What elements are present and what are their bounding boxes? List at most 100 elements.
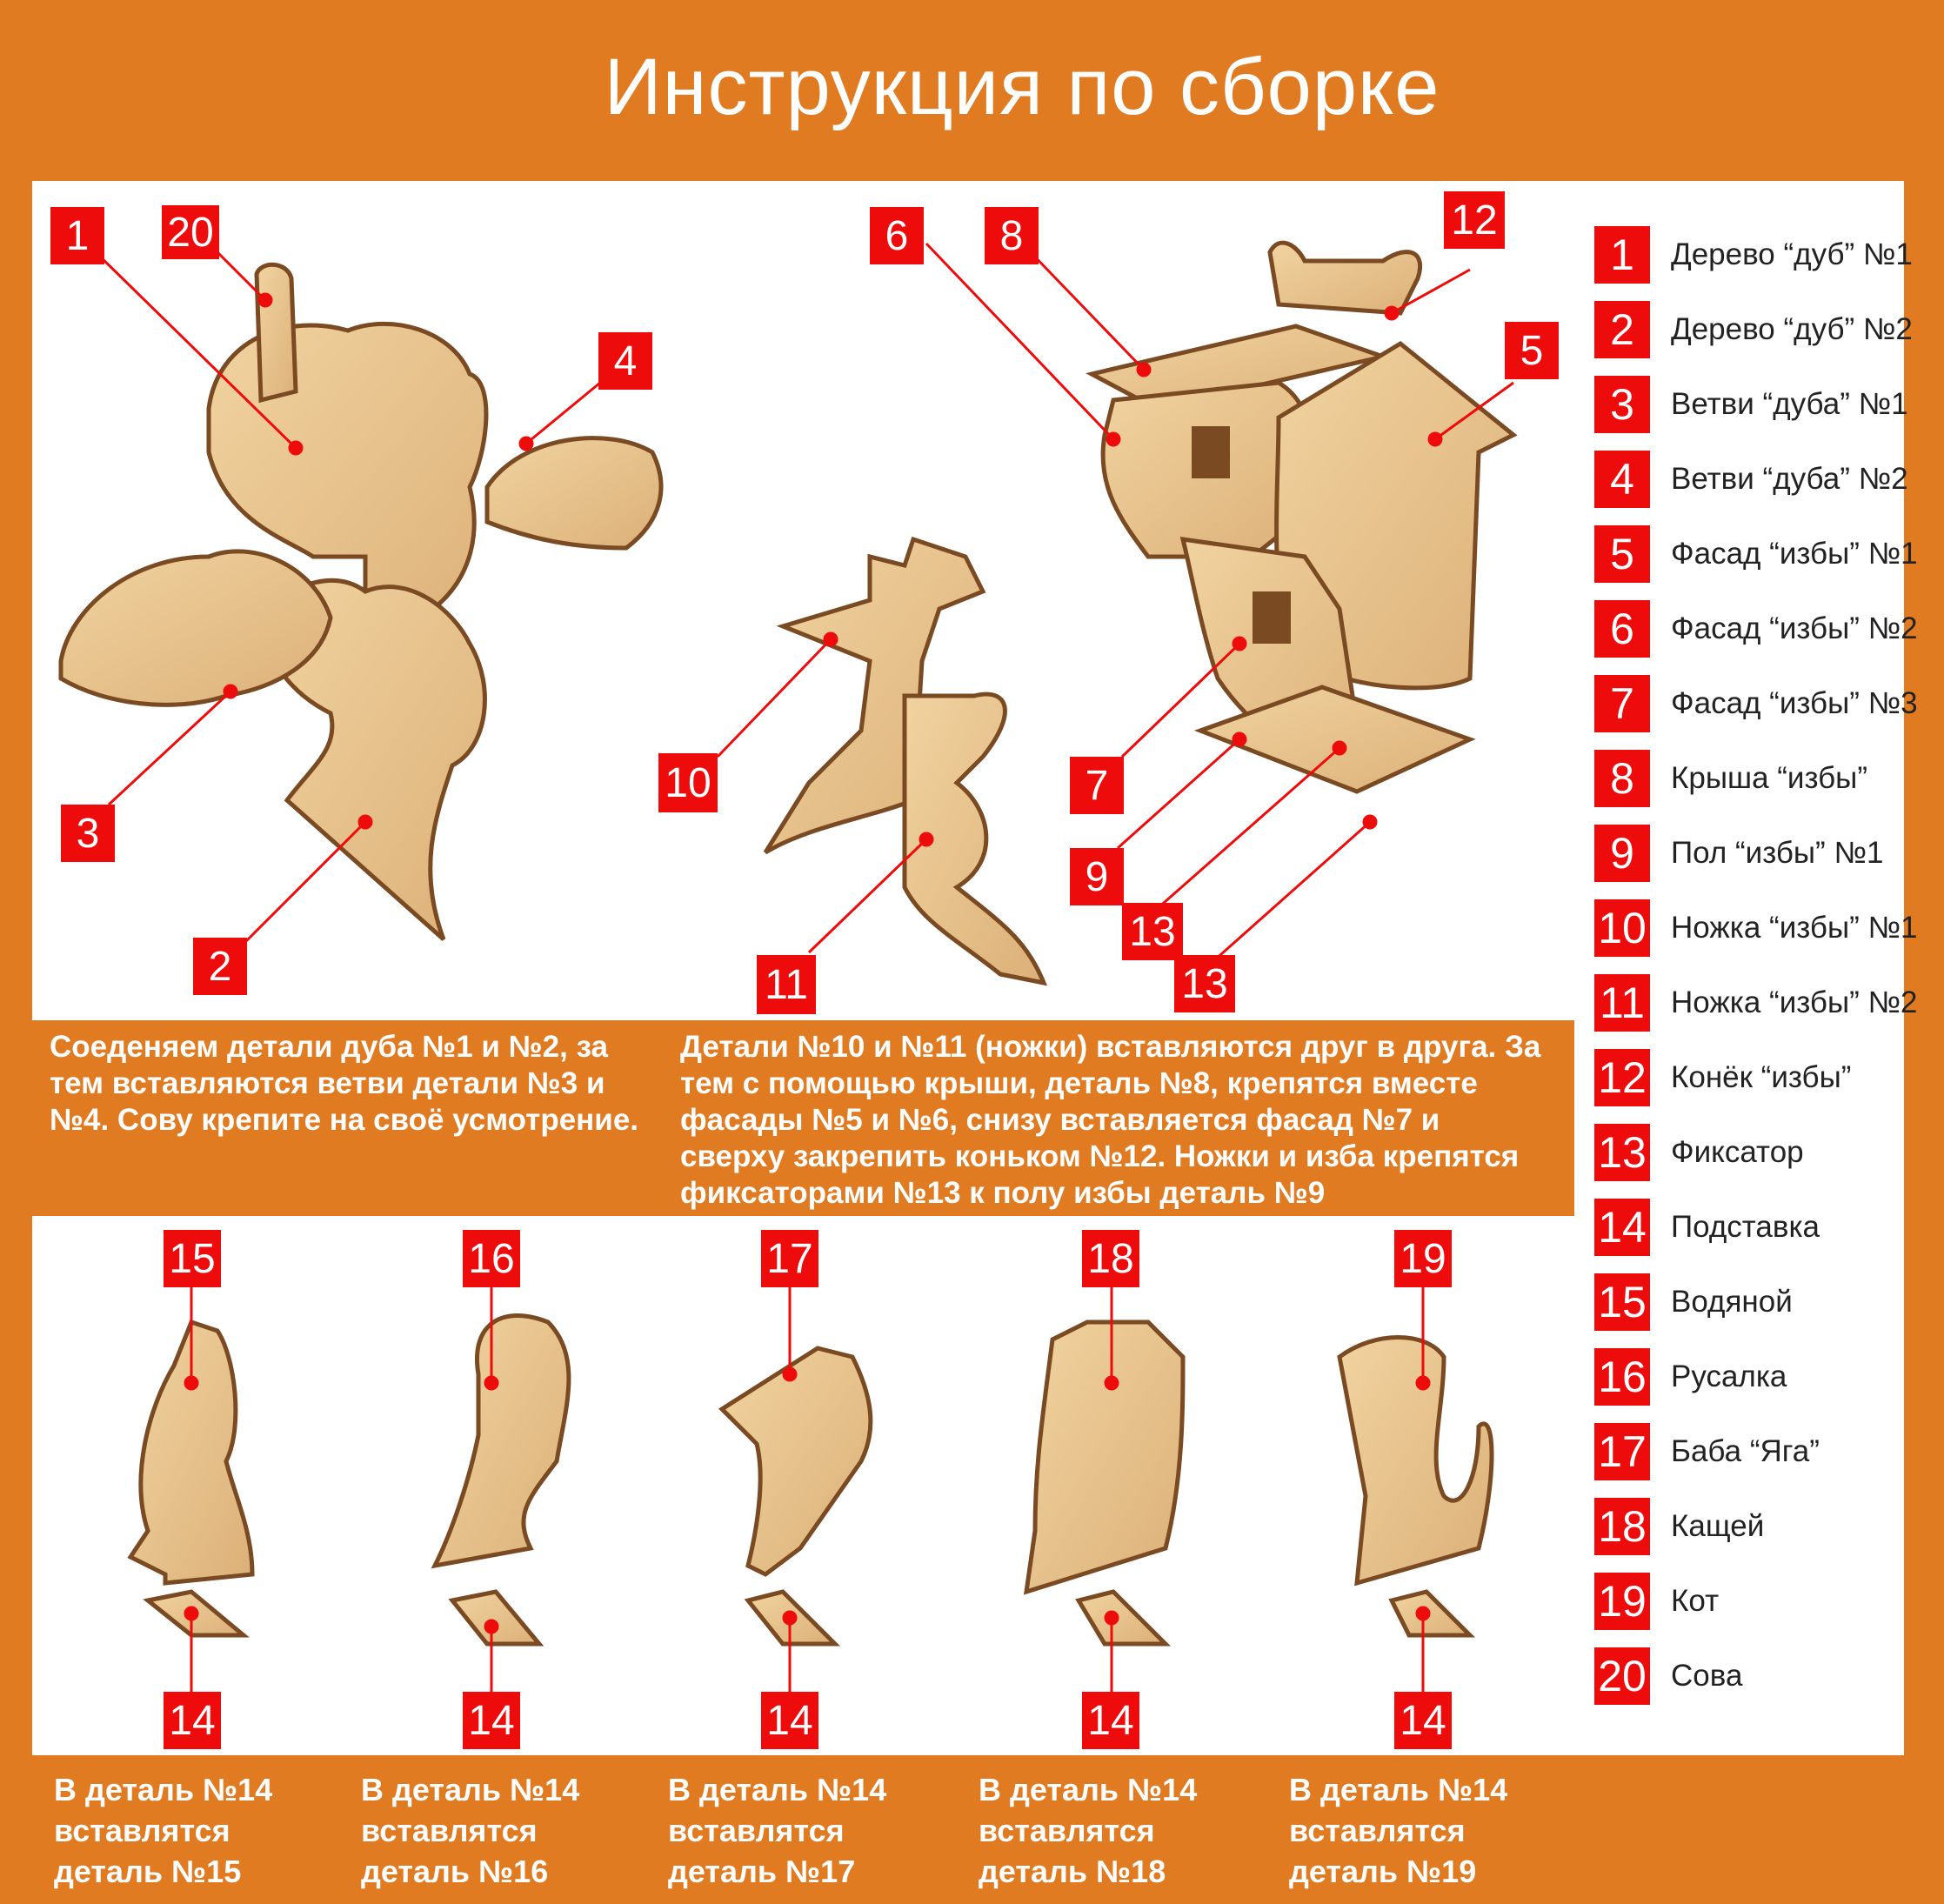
legend-label: Ветви “дуба” №2 (1671, 462, 1908, 496)
callout-4: 4 (598, 332, 652, 390)
legend-label: Фасад “избы” №3 (1671, 686, 1918, 720)
legend-row: 15 Водяной (1594, 1273, 1793, 1331)
legend-number: 20 (1594, 1647, 1650, 1705)
legend-number: 7 (1594, 675, 1650, 732)
callout-13a: 13 (1122, 903, 1183, 960)
figure-vodyanoy (127, 1319, 255, 1586)
legend-number: 6 (1594, 600, 1650, 658)
legend-label: Русалка (1671, 1360, 1787, 1393)
callout-11: 11 (757, 955, 816, 1014)
callout-6: 6 (870, 207, 924, 264)
callout-7: 7 (1070, 757, 1124, 814)
legend-row: 6 Фасад “избы” №2 (1594, 600, 1918, 658)
legend-row: 20 Сова (1594, 1647, 1742, 1705)
caption-figure-18: В деталь №14 вставлятся деталь №18 (979, 1769, 1197, 1892)
oak-crown-part (206, 321, 489, 667)
page-title: Инструкция по сборке (604, 43, 1440, 131)
caption-figure-19: В деталь №14 вставлятся деталь №19 (1289, 1769, 1507, 1892)
callout-1: 1 (50, 207, 104, 264)
callout-20: 20 (162, 205, 219, 259)
stand-14b (448, 1589, 544, 1647)
legend-label: Конёк “избы” (1671, 1060, 1852, 1094)
legend-row: 1 Дерево “дуб” №1 (1594, 226, 1913, 284)
callout-3: 3 (61, 805, 115, 862)
stand-14d (1075, 1589, 1172, 1647)
caption-line: вставлятся (668, 1813, 845, 1848)
caption-line: вставлятся (979, 1813, 1155, 1848)
oak-trunk-part (258, 578, 487, 941)
callout-16: 16 (463, 1230, 520, 1287)
legend-label: Баба “Яга” (1671, 1434, 1820, 1468)
legend-row: 19 Кот (1594, 1573, 1719, 1630)
callout-8: 8 (985, 207, 1039, 264)
legend-label: Водяной (1671, 1285, 1793, 1319)
caption-line: деталь №16 (361, 1854, 549, 1889)
callout-14d: 14 (1082, 1692, 1139, 1749)
legend-label: Ножка “избы” №1 (1671, 911, 1918, 945)
legend-label: Кащей (1671, 1509, 1765, 1543)
hut-ridge (1267, 240, 1423, 316)
legend-label: Подставка (1671, 1210, 1820, 1244)
caption-line: В деталь №14 (668, 1772, 887, 1807)
caption-line: В деталь №14 (979, 1772, 1198, 1807)
hut-description: Детали №10 и №11 (ножки) вставляются дру… (680, 1030, 1541, 1210)
callout-14b: 14 (463, 1692, 520, 1749)
legend-number: 15 (1594, 1273, 1650, 1331)
callout-19: 19 (1394, 1230, 1452, 1287)
callout-15: 15 (164, 1230, 221, 1287)
legend-panel (1574, 181, 1904, 1755)
stand-14e (1388, 1589, 1476, 1638)
caption-line: деталь №15 (54, 1854, 242, 1889)
callout-17: 17 (761, 1230, 818, 1287)
hut-window (1192, 426, 1230, 478)
legend-number: 17 (1594, 1423, 1650, 1480)
callout-14e: 14 (1394, 1692, 1452, 1749)
legend-label: Дерево “дуб” №1 (1671, 237, 1913, 271)
figure-yaga (718, 1346, 873, 1577)
legend-number: 11 (1594, 974, 1650, 1032)
caption-line: вставлятся (54, 1813, 230, 1848)
caption-figure-17: В деталь №14 вставлятся деталь №17 (668, 1769, 886, 1892)
legend-row: 13 Фиксатор (1594, 1124, 1804, 1181)
legend-number: 9 (1594, 825, 1650, 882)
figure-kot (1337, 1335, 1494, 1587)
legend-number: 4 (1594, 451, 1650, 508)
callout-12: 12 (1444, 191, 1505, 249)
legend-label: Дерево “дуб” №2 (1671, 312, 1913, 346)
callout-9: 9 (1070, 848, 1124, 905)
caption-line: В деталь №14 (1289, 1772, 1508, 1807)
callout-2: 2 (193, 938, 247, 995)
hut-window-2 (1253, 591, 1291, 644)
legend-label: Фасад “избы” №2 (1671, 611, 1918, 645)
legend-number: 18 (1594, 1498, 1650, 1555)
legend-label: Сова (1671, 1659, 1743, 1693)
legend-label: Ветви “дуба” №1 (1671, 387, 1908, 421)
caption-line: деталь №17 (668, 1854, 856, 1889)
caption-line: деталь №19 (1289, 1854, 1477, 1889)
caption-line: В деталь №14 (54, 1772, 273, 1807)
figure-rusalka (431, 1313, 571, 1569)
figure-koschei (1023, 1319, 1186, 1595)
legend-row: 4 Ветви “дуба” №2 (1594, 451, 1908, 508)
legend-number: 13 (1594, 1124, 1650, 1181)
legend-label: Фасад “избы” №1 (1671, 537, 1918, 571)
oak-branch-left (58, 549, 333, 707)
owl-part (254, 262, 298, 404)
hut-leg-1 (763, 536, 986, 855)
callout-14c: 14 (761, 1692, 818, 1749)
legend-label: Фиксатор (1671, 1135, 1804, 1169)
legend-label: Кот (1671, 1584, 1720, 1618)
caption-figure-16: В деталь №14 вставлятся деталь №16 (361, 1769, 579, 1892)
legend-label: Крыша “избы” (1671, 761, 1867, 795)
callout-18: 18 (1082, 1230, 1139, 1287)
legend-number: 1 (1594, 226, 1650, 284)
legend-row: 17 Баба “Яга” (1594, 1423, 1820, 1480)
legend-row: 7 Фасад “избы” №3 (1594, 675, 1918, 732)
legend-number: 19 (1594, 1573, 1650, 1630)
